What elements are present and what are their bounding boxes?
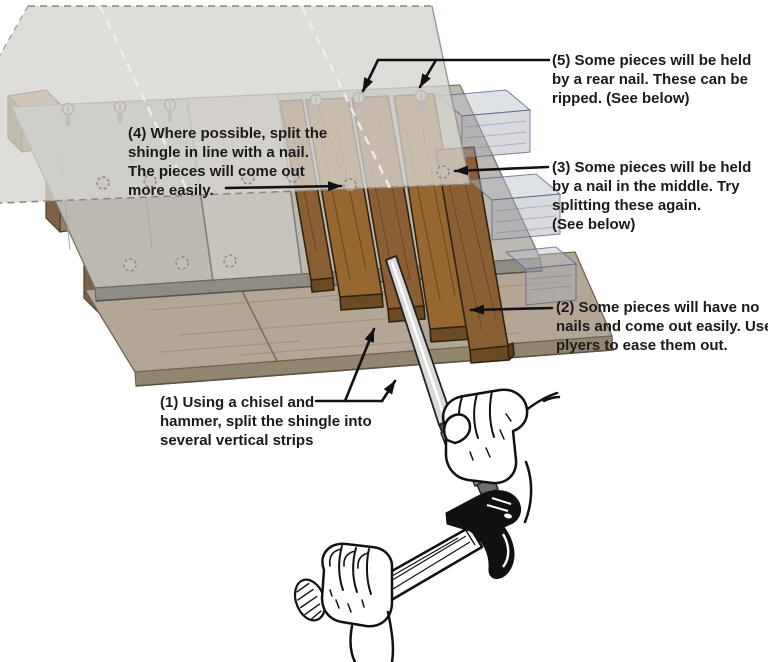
annotation-2-line: plyers to ease them out. <box>556 337 728 354</box>
hand-holding-chisel <box>441 388 561 524</box>
annotation-5-line: (5) Some pieces will be held <box>552 52 752 69</box>
annotation-3-line: splitting these again. <box>552 197 702 214</box>
knuckle-marks <box>469 413 512 461</box>
annotation-2: (2) Some pieces will have no nails and c… <box>556 298 768 355</box>
ghost-batten-end-1 <box>436 89 532 159</box>
ghost-batten-end-2 <box>466 173 562 241</box>
annotation-2-line: nails and come out easily. Use <box>556 318 768 335</box>
annotation-5-line: ripped. (See below) <box>552 90 690 107</box>
ghost-seam <box>300 6 392 189</box>
annotation-4-line: shingle in line with a nail. <box>128 144 309 161</box>
annotation-1-line: (1) Using a chisel and <box>160 394 315 411</box>
knuckle-marks <box>329 589 365 613</box>
leader-arrow-1 <box>314 327 397 403</box>
ghost-batten-end-3 <box>504 246 578 306</box>
leader-arrow-5 <box>361 58 551 93</box>
hammer-claw-highlight <box>501 533 510 568</box>
annotation-3-line: by a nail in the middle. Try <box>552 178 740 195</box>
leader-arrows <box>224 58 554 403</box>
hand-holding-hammer <box>320 542 395 662</box>
annotation-4-line: The pieces will come out <box>128 163 305 180</box>
annotation-4-line: more easily. <box>128 182 214 199</box>
annotation-5-line: by a rear nail. These can be <box>552 71 748 88</box>
leader-arrow-2 <box>469 304 554 315</box>
annotation-1-line: hammer, split the shingle into <box>160 413 372 430</box>
annotation-3-line: (3) Some pieces will be held <box>552 159 752 176</box>
annotation-3: (3) Some pieces will be held by a nail i… <box>552 158 751 234</box>
leader-arrow-3 <box>453 165 550 176</box>
forearm-lines <box>522 391 561 524</box>
leader-arrow-4 <box>224 181 343 192</box>
annotation-2-line: (2) Some pieces will have no <box>556 299 760 316</box>
annotation-4-line: (4) Where possible, split the <box>128 125 328 142</box>
ghost-course-ends <box>436 89 578 306</box>
annotation-3-line: (See below) <box>552 216 636 233</box>
ghost-seam <box>98 5 192 197</box>
annotation-1: (1) Using a chisel and hammer, split the… <box>160 393 372 450</box>
hammer-head <box>445 490 521 579</box>
hammer <box>374 490 521 604</box>
annotation-5: (5) Some pieces will be held by a rear n… <box>552 51 751 108</box>
annotation-1-line: several vertical strips <box>160 432 314 449</box>
annotation-4: (4) Where possible, split the shingle in… <box>128 124 327 200</box>
hammer-handle-butt <box>293 578 327 622</box>
ghost-upper-course <box>0 5 471 204</box>
